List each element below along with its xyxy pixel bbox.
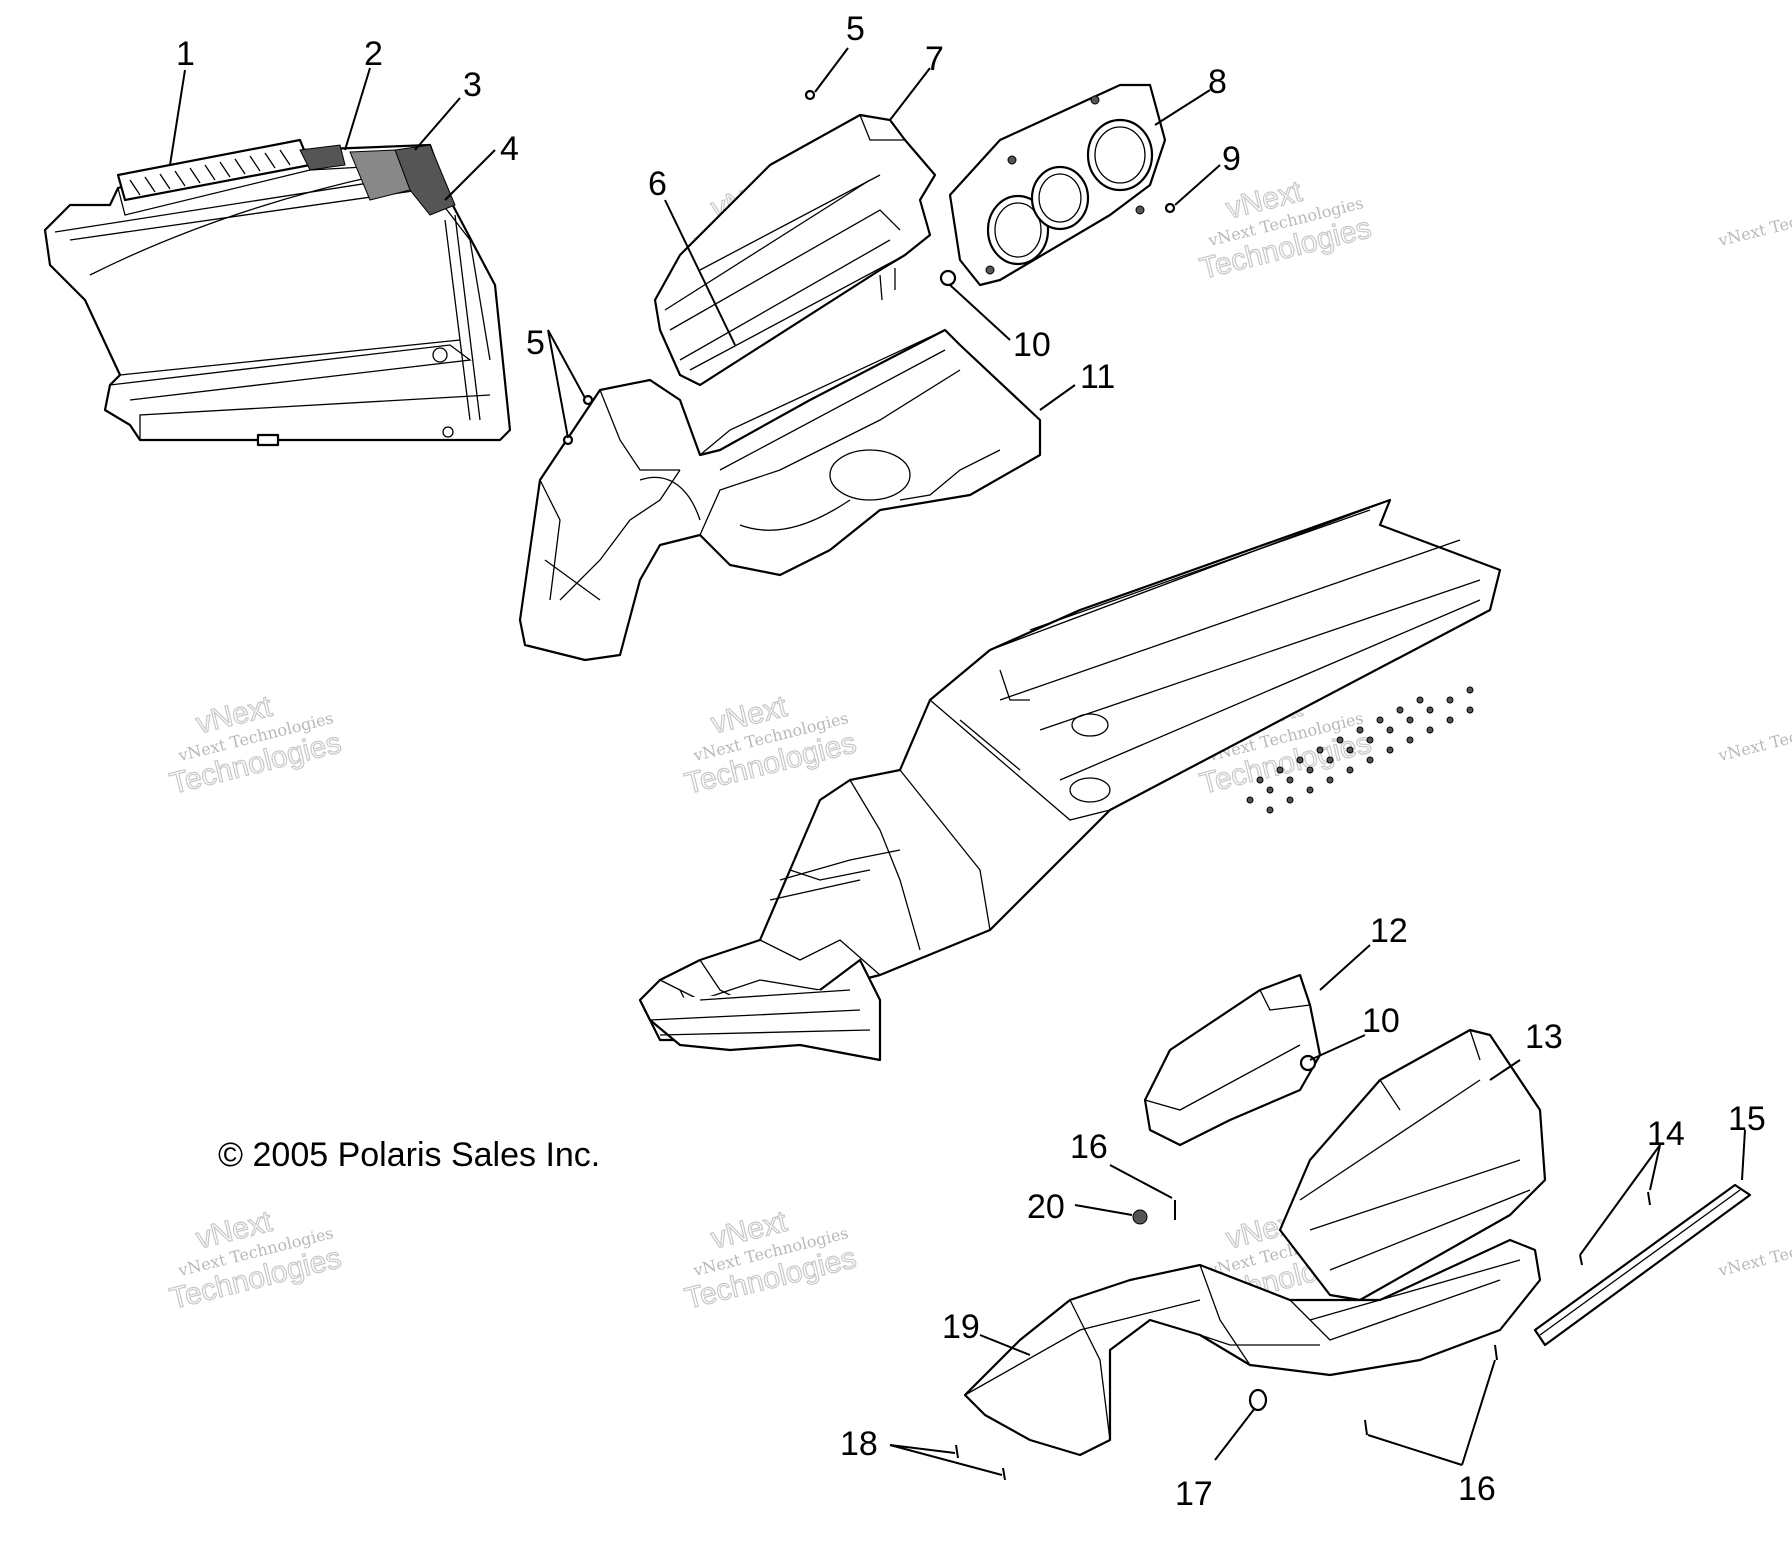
callout-5-top: 5	[846, 10, 865, 48]
watermark: vNext Technologies	[1716, 193, 1792, 250]
callout-9: 9	[1222, 140, 1241, 178]
callout-1: 1	[176, 35, 195, 73]
callout-4: 4	[500, 130, 519, 168]
nut-icon	[939, 269, 957, 287]
plug-icon	[1248, 1388, 1268, 1412]
callouts: 1 2 3 4 5 5 6 7 8 9 10 10 11 12 13 14 15…	[176, 10, 1766, 1513]
pin-icon	[1579, 1254, 1583, 1266]
fasteners	[562, 89, 1651, 1481]
callout-12: 12	[1370, 912, 1408, 950]
trim-strip	[1533, 1183, 1752, 1347]
tunnel-dot-pattern	[1246, 686, 1474, 814]
pin-icon	[1364, 1419, 1368, 1436]
callout-19: 19	[942, 1308, 980, 1346]
screw-icon	[582, 394, 594, 406]
screw-icon	[804, 89, 816, 101]
callout-2: 2	[364, 35, 383, 73]
callout-16-top: 16	[1070, 1128, 1108, 1166]
airbox-housing	[43, 138, 512, 447]
callout-13: 13	[1525, 1018, 1563, 1056]
chassis-tunnel	[638, 498, 1502, 1062]
watermark: vNext Technologies	[1716, 1223, 1792, 1280]
callout-3: 3	[463, 66, 482, 104]
grommet-icon	[1132, 1209, 1148, 1225]
watermark-text: vNext Technologies	[1716, 708, 1792, 765]
pin-icon	[1647, 1191, 1651, 1206]
callout-15: 15	[1728, 1100, 1766, 1138]
watermark: vNext Technologies	[1716, 708, 1792, 765]
watermark-text: vNext Technologies	[1716, 193, 1792, 250]
leader-lines	[169, 47, 1746, 1476]
callout-10-bottom: 10	[1362, 1002, 1400, 1040]
callout-14: 14	[1647, 1115, 1685, 1153]
watermark: Technologies vNext Technologies vNext	[681, 689, 860, 801]
dash-upper	[653, 113, 937, 387]
nose-pan	[963, 1238, 1542, 1457]
rivet-icon	[955, 1444, 959, 1459]
callout-6: 6	[648, 165, 667, 203]
callout-11: 11	[1080, 358, 1115, 396]
callout-7: 7	[925, 40, 944, 78]
callout-10-top: 10	[1013, 326, 1051, 364]
side-panel	[1278, 1028, 1547, 1302]
console-lower	[518, 328, 1042, 662]
callout-5-left: 5	[526, 324, 545, 362]
watermark: Technologies vNext Technologies vNext	[681, 1204, 860, 1316]
callout-20: 20	[1027, 1188, 1065, 1226]
foam-block	[1143, 973, 1322, 1147]
rivet-icon	[1002, 1467, 1006, 1481]
callout-8: 8	[1208, 63, 1227, 101]
callout-18: 18	[840, 1425, 878, 1463]
callout-17: 17	[1175, 1475, 1213, 1513]
watermark: Technologies vNext Technologies vNext	[166, 689, 345, 801]
pin-icon	[1494, 1344, 1498, 1361]
screw-icon	[1164, 202, 1176, 214]
copyright-notice: © 2005 Polaris Sales Inc.	[218, 1136, 600, 1174]
callout-16-bottom: 16	[1458, 1470, 1496, 1508]
watermark: Technologies vNext Technologies vNext	[1196, 174, 1375, 286]
watermark-text: vNext Technologies	[1716, 1223, 1792, 1280]
watermark: Technologies vNext Technologies vNext	[166, 1204, 345, 1316]
gauge-bezel	[948, 83, 1167, 287]
